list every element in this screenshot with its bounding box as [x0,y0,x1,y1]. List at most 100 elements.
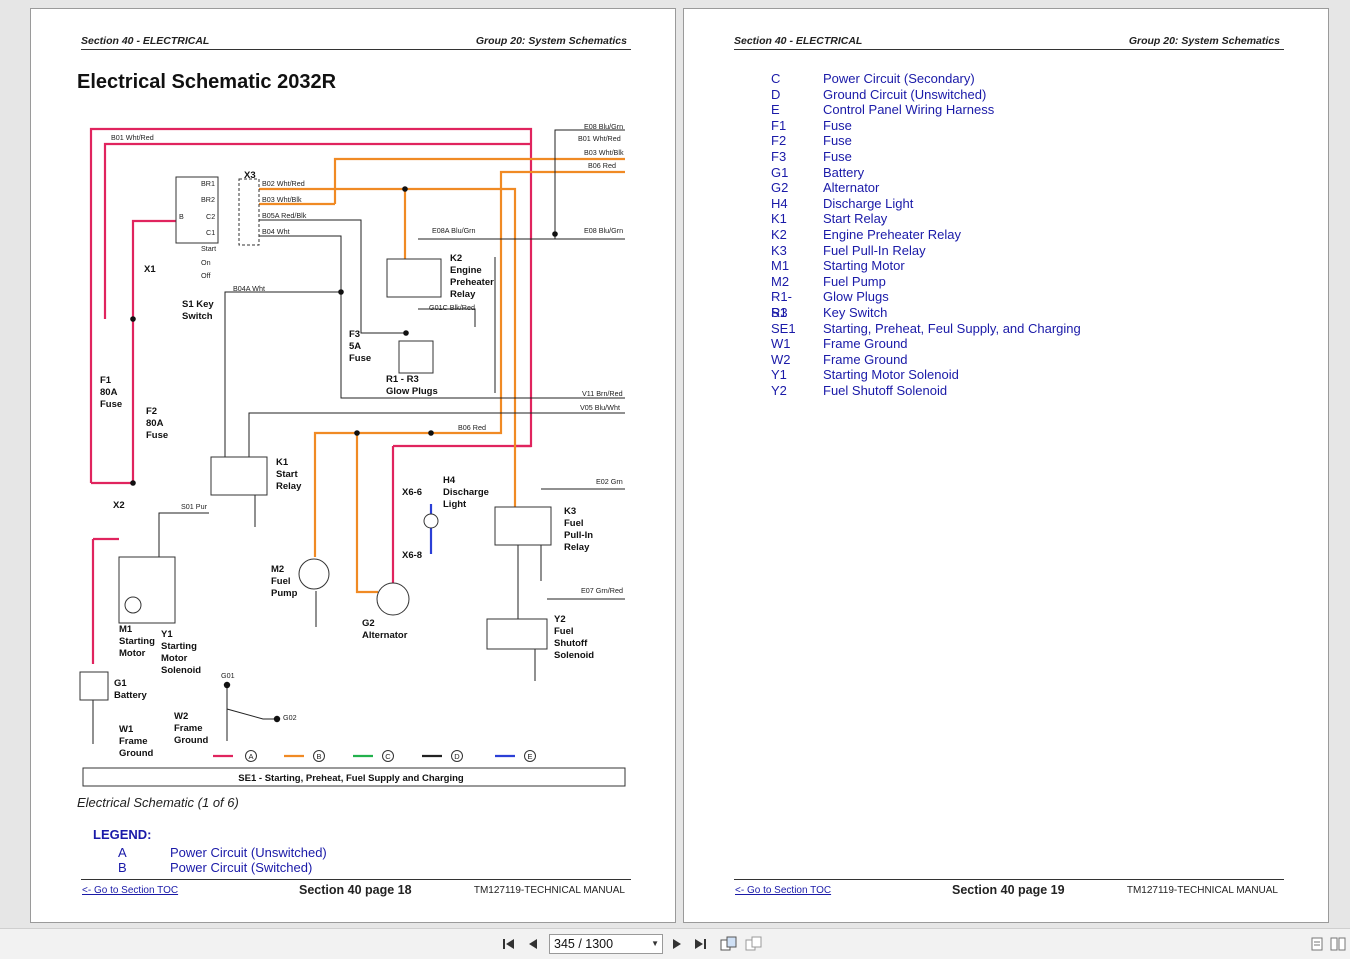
svg-text:Ground: Ground [174,735,208,746]
svg-text:E08 Blu/Grn: E08 Blu/Grn [584,122,623,131]
svg-text:80A: 80A [146,418,164,429]
svg-text:X2: X2 [113,500,125,511]
svg-text:M2: M2 [271,564,284,575]
legend-code: F2 [771,133,787,149]
legend-code: F3 [771,149,787,164]
legend-code: D [771,86,781,102]
svg-text:Fuel: Fuel [564,518,584,529]
legend-code: F1 [771,117,787,133]
svg-text:B04A Wht: B04A Wht [233,284,265,293]
next-page-icon[interactable] [669,936,685,952]
svg-text:Ground: Ground [119,748,153,759]
page-number-label: Section 40 page 18 [299,883,412,897]
prev-page-icon[interactable] [525,936,541,952]
legend-code: M1 [771,258,790,274]
right-page: Section 40 - ELECTRICAL Group 20: System… [683,8,1329,923]
svg-text:Off: Off [201,271,210,280]
svg-text:Fuse: Fuse [146,430,168,441]
svg-text:B: B [316,752,321,761]
header-group: Group 20: System Schematics [1128,35,1280,47]
svg-text:Fuse: Fuse [100,399,122,410]
legend-code: G1 [771,164,789,180]
legend-code: G2 [771,180,789,196]
svg-text:Start: Start [276,469,298,480]
wire-group-b [259,157,625,594]
double-page-icon[interactable] [745,936,762,952]
svg-text:Preheater: Preheater [450,277,494,288]
svg-text:X1: X1 [144,264,156,275]
legend-code: W1 [771,336,791,352]
legend-description: Frame Ground [823,351,908,367]
legend-code: S1 [771,305,787,320]
legend-title: LEGEND: [93,827,152,842]
svg-text:V05 Blu/Wht: V05 Blu/Wht [580,403,620,412]
legend-description: Starting Motor [823,258,905,274]
first-page-icon[interactable] [501,936,517,952]
svg-text:A: A [248,752,253,761]
svg-text:Light: Light [443,499,467,510]
legend-description: Key Switch [823,305,888,320]
viewer-toolbar: 345 / 1300▼ [0,928,1350,959]
svg-text:K1: K1 [276,457,289,468]
svg-text:B06 Red: B06 Red [588,161,616,170]
page-select[interactable]: 345 / 1300▼ [549,934,663,954]
svg-text:S1 Key: S1 Key [182,299,214,310]
svg-text:E08 Blu/Grn: E08 Blu/Grn [584,226,623,235]
legend-description: Control Panel Wiring Harness [823,102,995,118]
svg-text:Solenoid: Solenoid [161,665,201,676]
footer-rule [81,879,631,880]
single-page-icon[interactable] [720,936,737,952]
legend-description: Discharge Light [823,195,914,211]
legend-code: Y2 [771,383,787,398]
svg-text:B05A Red/Blk: B05A Red/Blk [262,211,307,220]
header-section: Section 40 - ELECTRICAL [81,35,210,47]
legend-description: Engine Preheater Relay [823,227,962,242]
svg-text:Relay: Relay [564,542,590,553]
svg-text:K2: K2 [450,253,462,264]
svg-text:X3: X3 [244,170,256,181]
svg-text:B06 Red: B06 Red [458,423,486,432]
svg-text:B01 Wht/Red: B01 Wht/Red [578,134,621,143]
page-view-icon[interactable] [1309,936,1325,952]
section-toc-link[interactable]: <- Go to Section TOC [735,885,832,896]
svg-text:Motor: Motor [119,648,146,659]
wire-group-d [92,129,625,744]
svg-text:Shutoff: Shutoff [554,638,588,649]
last-page-icon[interactable] [692,936,708,952]
svg-text:R1 - R3: R1 - R3 [386,374,419,385]
legend-code: C [771,71,781,86]
page-number-label: Section 40 page 19 [952,883,1065,897]
header-rule [734,49,1284,50]
legend-code: K3 [771,242,787,258]
svg-text:Starting: Starting [161,641,197,652]
legend-description: Alternator [823,180,880,196]
footer-rule [734,879,1284,880]
svg-text:Pump: Pump [271,588,298,599]
svg-text:Solenoid: Solenoid [554,650,594,661]
svg-text:W2: W2 [174,711,188,722]
legend-code: R1-R3 [771,289,792,321]
svg-text:Discharge: Discharge [443,487,489,498]
svg-text:W1: W1 [119,724,134,735]
svg-text:E02 Grn: E02 Grn [596,477,623,486]
header-section: Section 40 - ELECTRICAL [734,35,863,47]
two-page-view-icon[interactable] [1330,936,1346,952]
header-group: Group 20: System Schematics [475,35,627,47]
svg-text:Engine: Engine [450,265,482,276]
svg-text:Frame: Frame [119,736,148,747]
legend-description: Starting, Preheat, Feul Supply, and Char… [823,320,1081,336]
legend-code: K2 [771,227,787,242]
legend-description: Glow Plugs [823,289,889,305]
svg-text:Battery: Battery [114,690,147,701]
key-switch-body [175,176,219,244]
svg-text:80A: 80A [100,387,118,398]
section-toc-link[interactable]: <- Go to Section TOC [82,885,179,896]
svg-text:G2: G2 [362,618,375,629]
legend-description: Fuse [823,133,852,149]
svg-text:M1: M1 [119,624,133,635]
svg-text:B03 Wht/Blk: B03 Wht/Blk [262,195,302,204]
svg-text:G02: G02 [283,713,297,722]
svg-text:Starting: Starting [119,636,155,647]
svg-text:H4: H4 [443,475,456,486]
